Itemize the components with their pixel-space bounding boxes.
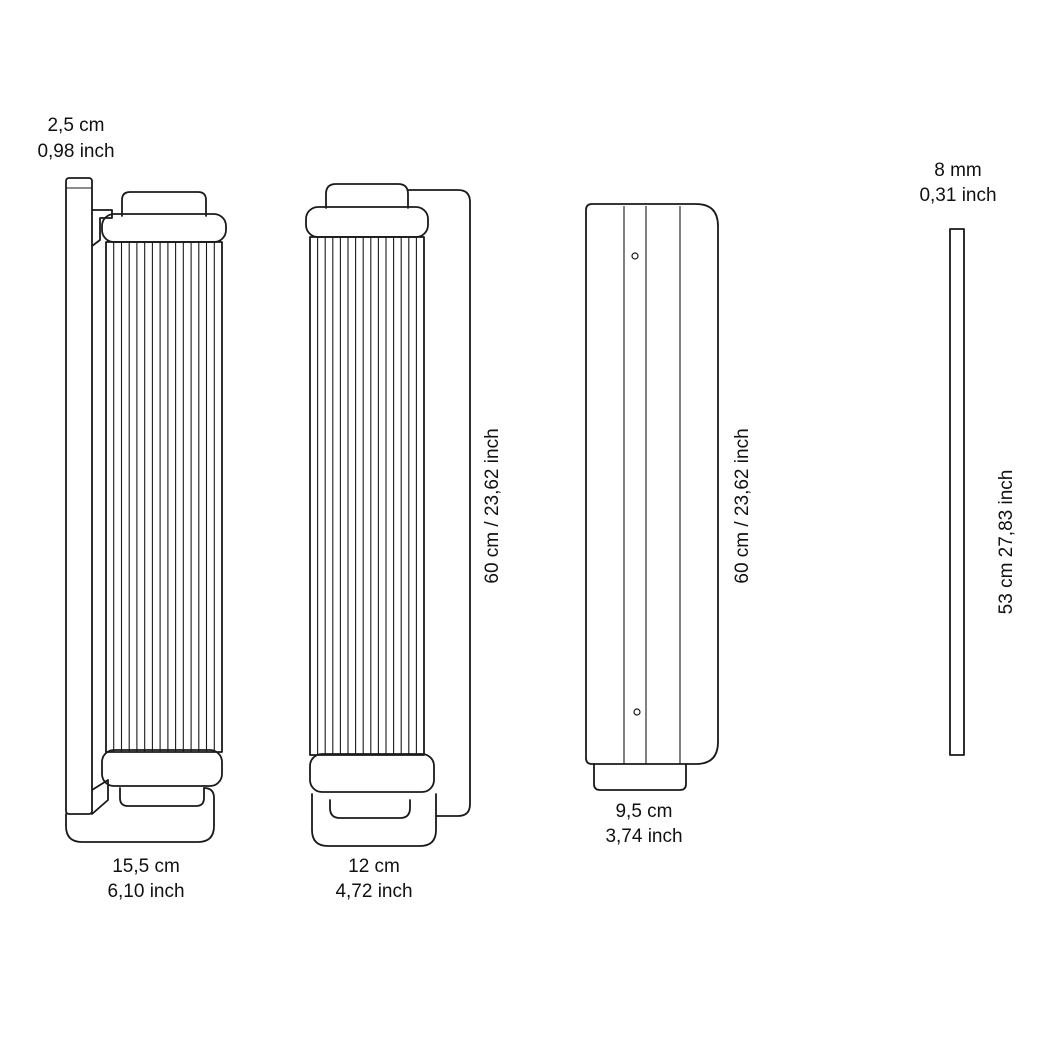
back-width-cm-label: 9,5 cm (615, 801, 672, 822)
side-view: 2,5 cm 0,98 inch 15,5 cm 6,10 inch (37, 115, 227, 902)
front-view-drawing (305, 183, 471, 847)
tube-width-mm-label: 8 mm (934, 160, 982, 181)
side-width-cm-label: 15,5 cm (112, 856, 180, 877)
side-depth-inch-label: 0,98 inch (37, 141, 114, 162)
side-width-inch-label: 6,10 inch (107, 881, 184, 902)
front-glass-ribs (317, 237, 417, 755)
front-view: 12 cm 4,72 inch 60 cm / 23,62 inch (305, 183, 503, 902)
side-glass-ribs (113, 242, 215, 752)
front-height-label: 60 cm / 23,62 inch (482, 428, 503, 583)
back-width-inch-label: 3,74 inch (605, 826, 682, 847)
tube-view: 8 mm 0,31 inch 53 cm 27,83 inch (919, 160, 1017, 756)
back-view: 9,5 cm 3,74 inch 60 cm / 23,62 inch (585, 203, 753, 847)
front-width-cm-label: 12 cm (348, 856, 400, 877)
side-view-drawing (65, 177, 227, 843)
back-height-label: 60 cm / 23,62 inch (732, 428, 753, 583)
tube-height-label: 53 cm 27,83 inch (996, 470, 1017, 615)
tube-width-inch-label: 0,31 inch (919, 185, 996, 206)
front-width-inch-label: 4,72 inch (335, 881, 412, 902)
back-view-drawing (585, 203, 719, 791)
side-depth-cm-label: 2,5 cm (47, 115, 104, 136)
tube-rod (949, 228, 965, 756)
